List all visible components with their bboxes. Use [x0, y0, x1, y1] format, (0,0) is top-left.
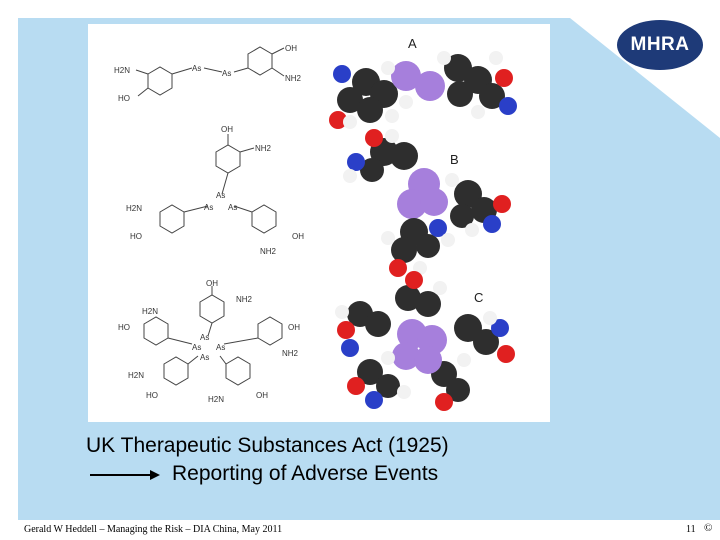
group-label: As — [228, 203, 237, 212]
space-filling-model-c — [335, 271, 515, 411]
group-label: HO — [118, 94, 130, 103]
group-label: OH — [292, 232, 304, 241]
group-label: As — [192, 343, 201, 352]
model-labels: A B C — [408, 36, 483, 305]
model-label-a: A — [408, 36, 417, 51]
group-label: As — [216, 191, 225, 200]
group-label: NH2 — [260, 247, 277, 256]
group-label: H2N — [126, 204, 142, 213]
molecule-illustration: H2N HO As As OH NH2 OH NH2 As As As H2N … — [114, 36, 517, 411]
group-label: As — [200, 333, 209, 342]
structure-b — [159, 134, 277, 234]
logo-text: MHRA — [630, 34, 690, 55]
group-label: As — [200, 353, 209, 362]
arrow-right-icon — [90, 470, 160, 480]
structure-c — [143, 286, 283, 386]
group-label: H2N — [114, 66, 130, 75]
group-label: OH — [256, 391, 268, 400]
group-label: H2N — [128, 371, 144, 380]
group-label: NH2 — [255, 144, 272, 153]
group-label: OH — [288, 323, 300, 332]
group-label: As — [204, 203, 213, 212]
group-label: NH2 — [282, 349, 299, 358]
group-label: NH2 — [236, 295, 253, 304]
model-label-c: C — [474, 290, 483, 305]
group-label: H2N — [142, 307, 158, 316]
mhra-logo: MHRA — [617, 20, 703, 70]
group-label: HO — [146, 391, 158, 400]
space-filling-model-b — [343, 129, 511, 277]
group-label: OH — [206, 279, 218, 288]
caption-line-2: Reporting of Adverse Events — [172, 462, 439, 485]
group-label: NH2 — [285, 74, 302, 83]
structure-b-labels: OH NH2 As As As H2N HO OH NH2 — [126, 125, 304, 256]
group-label: H2N — [208, 395, 224, 404]
group-label: HO — [130, 232, 142, 241]
molecule-figure: H2N HO As As OH NH2 OH NH2 As As As H2N … — [88, 24, 550, 422]
caption-line-1: UK Therapeutic Substances Act (1925) — [86, 434, 449, 457]
footer-text: Gerald W Heddell – Managing the Risk – D… — [24, 524, 283, 535]
footer-strip — [18, 520, 720, 540]
group-label: As — [216, 343, 225, 352]
model-label-b: B — [450, 152, 459, 167]
space-filling-model-a — [329, 51, 517, 129]
group-label: OH — [285, 44, 297, 53]
copyright-icon: © — [704, 522, 713, 534]
page-number: 11 — [686, 524, 696, 535]
structure-c-labels: OH NH2 H2N HO As As As As OH NH2 H2N HO … — [118, 279, 300, 404]
group-label: HO — [118, 323, 130, 332]
structure-a — [135, 46, 285, 97]
group-label: As — [222, 69, 231, 78]
group-label: OH — [221, 125, 233, 134]
structure-a-labels: H2N HO As As OH NH2 — [114, 44, 302, 103]
group-label: As — [192, 64, 201, 73]
